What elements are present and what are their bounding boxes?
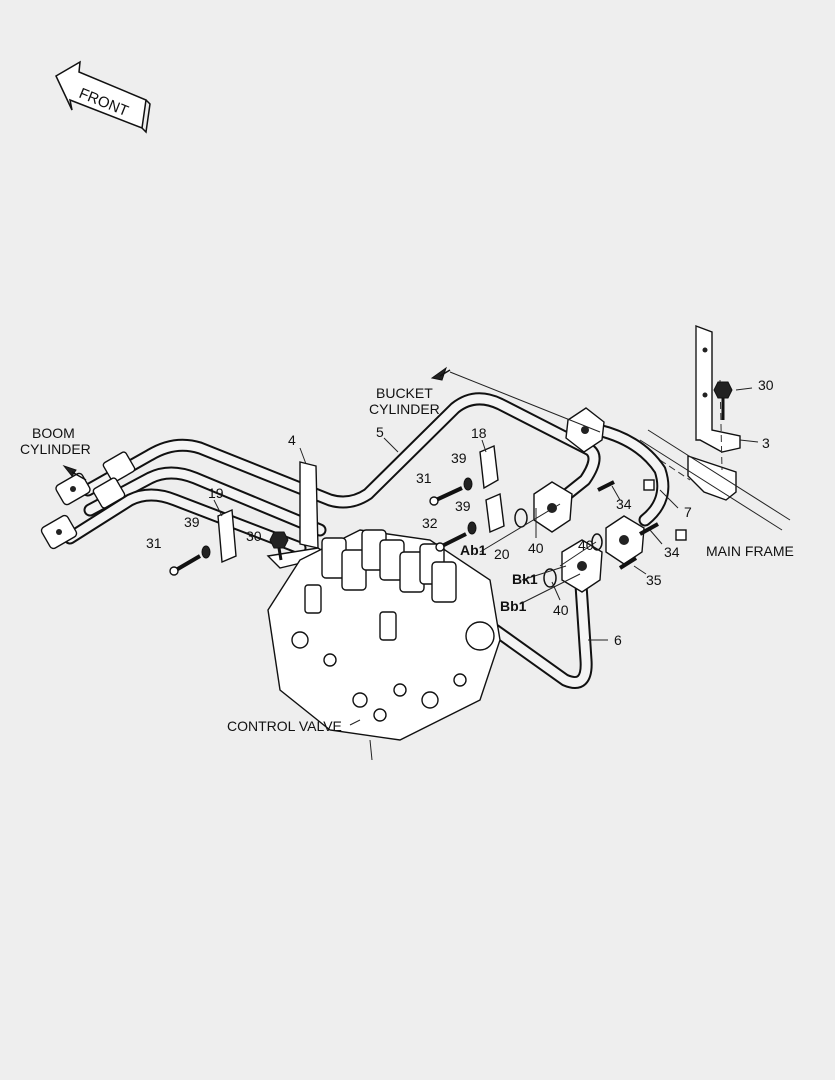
callout-30-upper: 30 [758,377,774,393]
bolt-30-upper [713,381,733,420]
pipe-7 [591,423,670,527]
callout-6: 6 [614,632,622,648]
front-arrow: FRONT [55,60,151,134]
boom-cylinder-label-line2: CYLINDER [20,441,91,457]
bolt-31-lower [169,554,202,576]
callout-40-b: 40 [578,537,594,553]
bolt-34-upper [597,480,615,492]
callout-40-c: 40 [553,602,569,618]
callout-35: 35 [646,572,662,588]
callout-30-lower: 30 [246,528,262,544]
flange-block-right [605,515,645,565]
callout-34-lower: 34 [664,544,680,560]
boom-cylinder-label-line1: BOOM [32,425,75,441]
boom-flange-lower [40,477,126,550]
callout-19: 19 [208,485,224,501]
callout-31-upper: 31 [416,470,432,486]
washer-39-upper [463,477,473,491]
callout-18: 18 [471,425,487,441]
callout-4: 4 [288,432,296,448]
oring-40b [591,533,603,551]
flange-block-bk1 [561,539,603,593]
callout-39-mid: 39 [455,498,471,514]
bolt-34-lower [639,522,659,536]
port-bk1-label: Bk1 [512,571,538,587]
bolt-32 [435,532,467,552]
clamp-19 [217,508,237,564]
direction-arrows [62,366,451,481]
bucket-cylinder-label-line1: BUCKET [376,385,433,401]
bucket-flange [565,407,605,453]
pipe-5 [81,392,601,509]
oring-40c [543,568,557,588]
spool-caps [321,529,457,603]
bolt-31-upper [429,486,463,506]
callout-34-upper: 34 [616,496,632,512]
callout-31-lower: 31 [146,535,162,551]
callout-7: 7 [684,504,692,520]
callout-3: 3 [762,435,770,451]
boom-flange-upper [55,451,136,506]
leader-lines [213,371,759,726]
port-bb1-label: Bb1 [500,598,527,614]
callout-39-upper: 39 [451,450,467,466]
bolt-30-lower [269,531,289,561]
callout-39-lower: 39 [184,514,200,530]
washer-39-mid [467,521,477,535]
clamp-20 [485,492,505,534]
nut-square-a [643,479,655,491]
callout-20: 20 [494,546,510,562]
callout-5: 5 [376,424,384,440]
bucket-cylinder-label-line2: CYLINDER [369,401,440,417]
boom-pipes [63,466,327,555]
callout-32: 32 [422,515,438,531]
port-ab1-label: Ab1 [460,542,487,558]
main-frame-bracket [639,324,791,531]
control-valve-body [267,529,501,761]
clamp-18 [479,444,499,490]
pipe-6 [488,563,593,689]
main-frame-label: MAIN FRAME [706,543,794,559]
callout-40-a: 40 [528,540,544,556]
bolt-35 [618,556,638,570]
washer-39-lower [201,545,211,559]
control-valve-label: CONTROL VALVE [227,718,342,734]
nut-square-b [675,529,687,541]
